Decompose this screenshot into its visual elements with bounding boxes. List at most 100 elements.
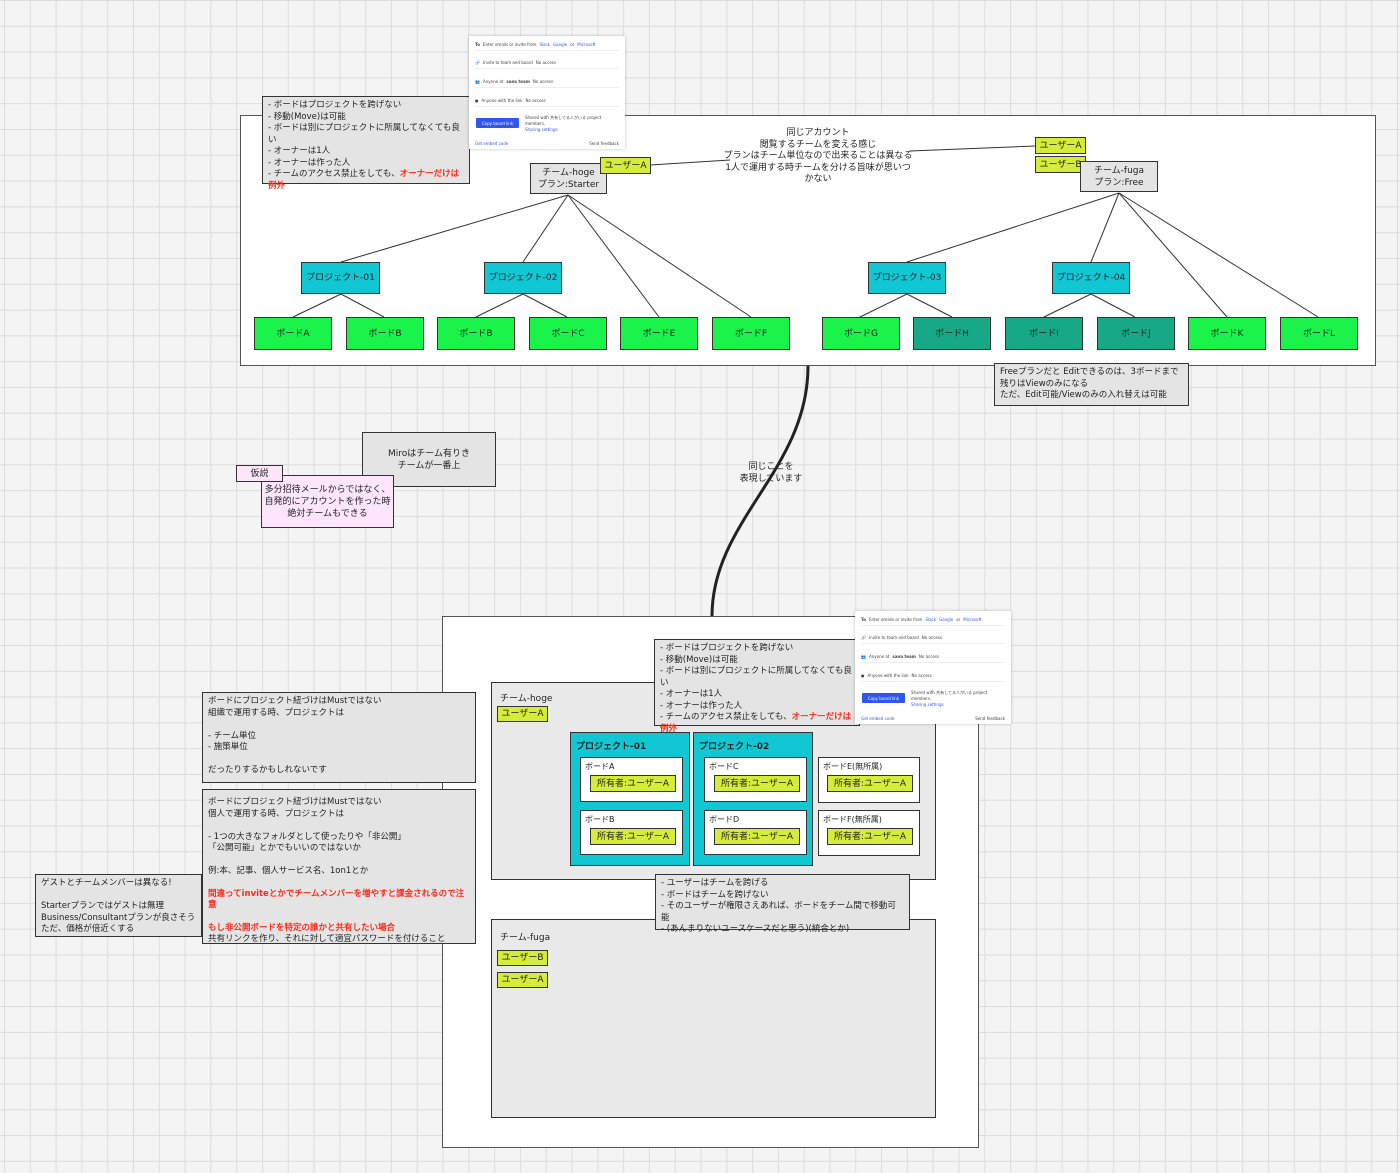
board-f-node[interactable]: ボードF (712, 317, 790, 350)
board-h-node[interactable]: ボードH (913, 317, 991, 350)
invite-label: Invite to team and board (482, 59, 533, 65)
board-l-node[interactable]: ボードL (1280, 317, 1358, 350)
rules-line-6-text: - チームのアクセス禁止をしても、 (268, 169, 400, 179)
people-icon: 👥 (475, 78, 480, 84)
slack-link[interactable]: Slack (539, 41, 551, 47)
sharing-settings-link[interactable]: Sharing settings (525, 127, 558, 132)
user-b-tag-bottom-fuga[interactable]: ユーザーB (497, 950, 548, 966)
board-i-node[interactable]: ボードI (1005, 317, 1083, 350)
hypothesis-tag: 仮説 (236, 465, 283, 482)
team-cross-note: - ユーザーはチームを跨げる - ボードはチームを跨げない - そのユーザーが権… (655, 874, 910, 934)
project-03-node[interactable]: プロジェクト-03 (868, 262, 946, 294)
team-fuga-node[interactable]: チーム-fuga プラン:Free (1080, 161, 1158, 192)
org-usage-note: ボードにプロジェクト紐づけはMustではない 組織で運用する時、プロジェクトは … (202, 692, 476, 783)
billing-warning: 間違ってinviteとかでチームメンバーを増やすと課金されるので注意 (208, 888, 465, 911)
no-access-select[interactable]: No access (525, 97, 546, 103)
no-access-select[interactable]: No access (532, 78, 554, 84)
rules-line-5: - オーナーは作った人 (660, 700, 743, 711)
microsoft-link[interactable]: Microsoft (577, 41, 596, 47)
user-a-tag-fuga[interactable]: ユーザーA (1035, 137, 1086, 154)
to-label: To (861, 616, 866, 622)
board-j-node[interactable]: ボードJ (1097, 317, 1175, 350)
board-f-label: ボードF(無所属) (823, 815, 882, 824)
copy-board-link-button[interactable]: Copy board link (476, 118, 519, 128)
personal-usage-text: ボードにプロジェクト紐づけはMustではない 個人で運用する時、プロジェクトは … (208, 797, 406, 876)
user-a-tag-bottom-hoge[interactable]: ユーザーA (497, 706, 548, 722)
globe-icon: ● (861, 672, 865, 678)
owner-tag-board-d: 所有者:ユーザーA (714, 828, 800, 845)
rules-line-1: - ボードはプロジェクトを跨げない (268, 100, 402, 110)
team-fuga-label: チーム-fuga (500, 933, 551, 943)
microsoft-link[interactable]: Microsoft (963, 616, 982, 622)
embed-code-link[interactable]: Get embed code (861, 716, 895, 721)
board-b2-node[interactable]: ボードB (437, 317, 515, 350)
project-04-node[interactable]: プロジェクト-04 (1052, 262, 1130, 294)
anyone-at-label: Anyone at (482, 78, 504, 84)
board-c-node[interactable]: ボードC (529, 317, 607, 350)
private-share-warning: もし非公開ボードを特定の誰かと共有したい場合 (208, 922, 396, 933)
rules-line-6: - チームのアクセス禁止をしても、オーナーだけは例外 (268, 169, 464, 192)
globe-icon: ● (475, 97, 479, 103)
to-hint: Enter emails or invite from (482, 41, 537, 47)
board-b-label: ボードB (585, 815, 615, 824)
rules-line-5: - オーナーは作った人 (268, 157, 351, 168)
google-link[interactable]: Google (553, 41, 568, 47)
copy-board-link-button[interactable]: Copy board link (862, 693, 905, 703)
no-access-select[interactable]: No access (535, 59, 556, 65)
board-a-label: ボードA (585, 762, 615, 771)
board-d-label: ボードD (709, 815, 740, 824)
owner-tag-board-e: 所有者:ユーザーA (827, 775, 913, 792)
anyone-at-label: Anyone at (868, 653, 890, 659)
board-c-label: ボードC (709, 762, 739, 771)
board-a-node[interactable]: ボードA (254, 317, 332, 350)
user-a-tag-bottom-fuga[interactable]: ユーザーA (497, 972, 548, 988)
owner-tag-board-b: 所有者:ユーザーA (590, 828, 676, 845)
rules-line-1: - ボードはプロジェクトを跨げない (660, 643, 794, 653)
rules-line-4: - オーナーは1人 (268, 146, 331, 156)
embed-code-link[interactable]: Get embed code (475, 141, 509, 146)
send-feedback-link[interactable]: Send feedback (589, 141, 619, 146)
board-k-node[interactable]: ボードK (1188, 317, 1266, 350)
board-e-node[interactable]: ボードE (620, 317, 698, 350)
shared-info: Shared with 共有してる人がいる project members. (911, 690, 988, 701)
slack-link[interactable]: Slack (925, 616, 937, 622)
project-02-label: プロジェクト-02 (699, 742, 770, 752)
project-02-node[interactable]: プロジェクト-02 (484, 262, 562, 294)
user-b-tag-fuga[interactable]: ユーザーB (1035, 156, 1086, 173)
to-hint: Enter emails or invite from (868, 616, 923, 622)
board-e-label: ボードE(無所属) (823, 762, 883, 771)
board-b-node[interactable]: ボードB (346, 317, 424, 350)
rules-note-bottom: - ボードはプロジェクトを跨げない - 移動(Move)は可能 - ボードは別に… (654, 639, 860, 734)
owner-tag-board-a: 所有者:ユーザーA (590, 775, 676, 792)
or-text: or (956, 616, 961, 622)
google-link[interactable]: Google (939, 616, 954, 622)
no-access-select[interactable]: No access (921, 634, 942, 640)
sharing-settings-link[interactable]: Sharing settings (911, 702, 944, 707)
team-fuga-container[interactable] (491, 919, 936, 1118)
team-hoge-node[interactable]: チーム-hoge プラン:Starter (530, 163, 607, 194)
board-g-node[interactable]: ボードG (822, 317, 900, 350)
project-01-label: プロジェクト-01 (576, 742, 647, 752)
miro-team-note: Miroはチーム有りき チームが一番上 (362, 432, 496, 487)
team-hoge-label: チーム-hoge (500, 694, 553, 704)
project-01-node[interactable]: プロジェクト-01 (301, 262, 380, 294)
anyone-link-label: Anyone with the link (867, 672, 909, 678)
guest-note: ゲストとチームメンバーは異なる! Starterプランではゲストは無理 Busi… (35, 874, 202, 937)
personal-usage-note: ボードにプロジェクト紐づけはMustではない 個人で運用する時、プロジェクトは … (202, 789, 476, 944)
no-access-select[interactable]: No access (918, 653, 940, 659)
rules-line-6-text: - チームのアクセス禁止をしても、 (660, 712, 792, 722)
owner-tag-board-f: 所有者:ユーザーA (827, 828, 913, 845)
user-a-tag-hoge[interactable]: ユーザーA (600, 157, 651, 174)
no-access-select[interactable]: No access (911, 672, 932, 678)
send-feedback-link[interactable]: Send feedback (975, 716, 1005, 721)
